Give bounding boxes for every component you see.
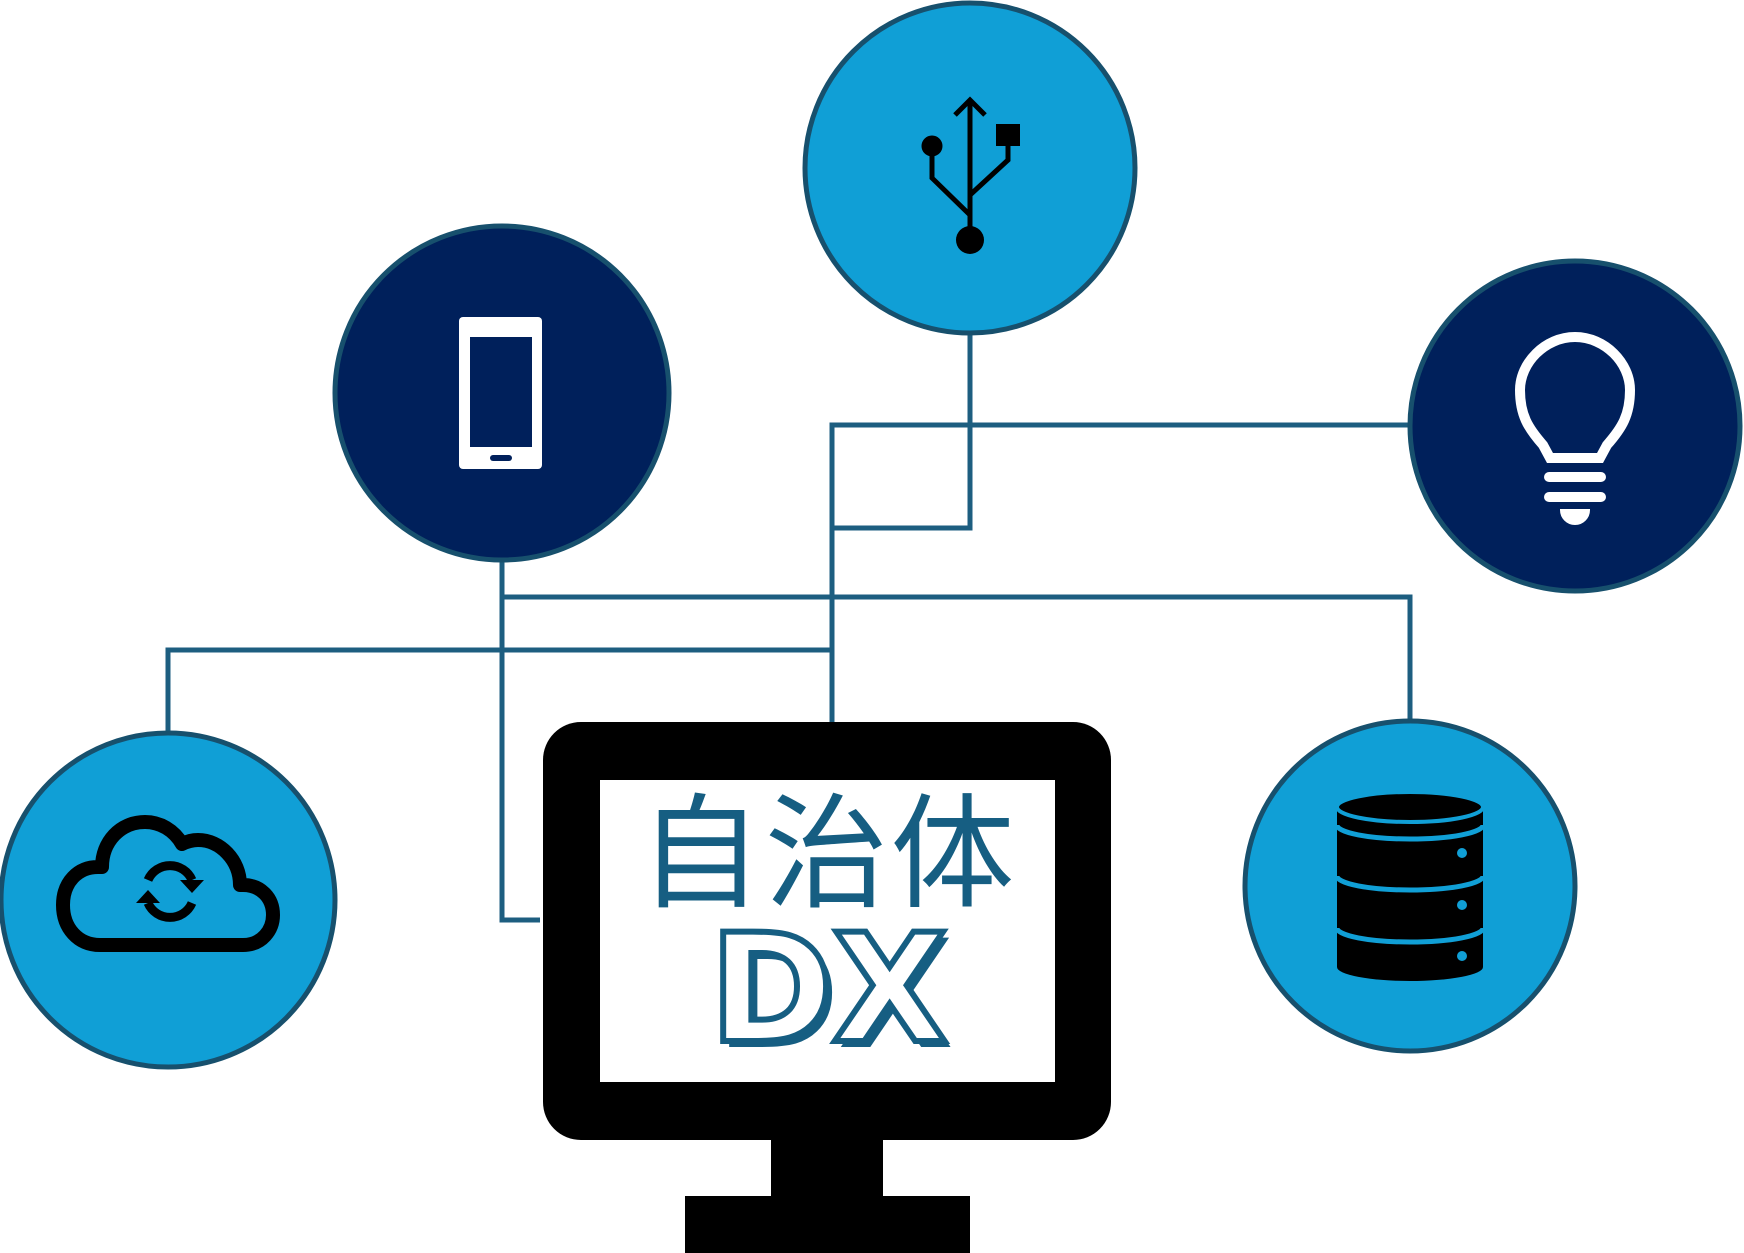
monitor-icon (543, 722, 1111, 1253)
cloud-sync-icon (56, 815, 280, 952)
screen-subtitle: DX (706, 903, 950, 1077)
connector-smartphone (499, 560, 540, 923)
node-cloud-sync (0, 730, 338, 1070)
node-usb (802, 0, 1138, 336)
lightbulb-icon (1514, 331, 1636, 525)
connector-usb (829, 333, 1410, 531)
screen-title: 自治体 (638, 783, 1017, 927)
node-database (1242, 718, 1578, 1054)
node-lightbulb (1407, 258, 1743, 594)
connector-cloud (165, 647, 832, 735)
database-icon (1334, 790, 1486, 981)
usb-icon (921, 96, 1020, 254)
node-smartphone (332, 223, 672, 563)
smartphone-icon (459, 317, 542, 469)
connector-database (502, 594, 1413, 720)
connector-lines (165, 333, 1413, 923)
